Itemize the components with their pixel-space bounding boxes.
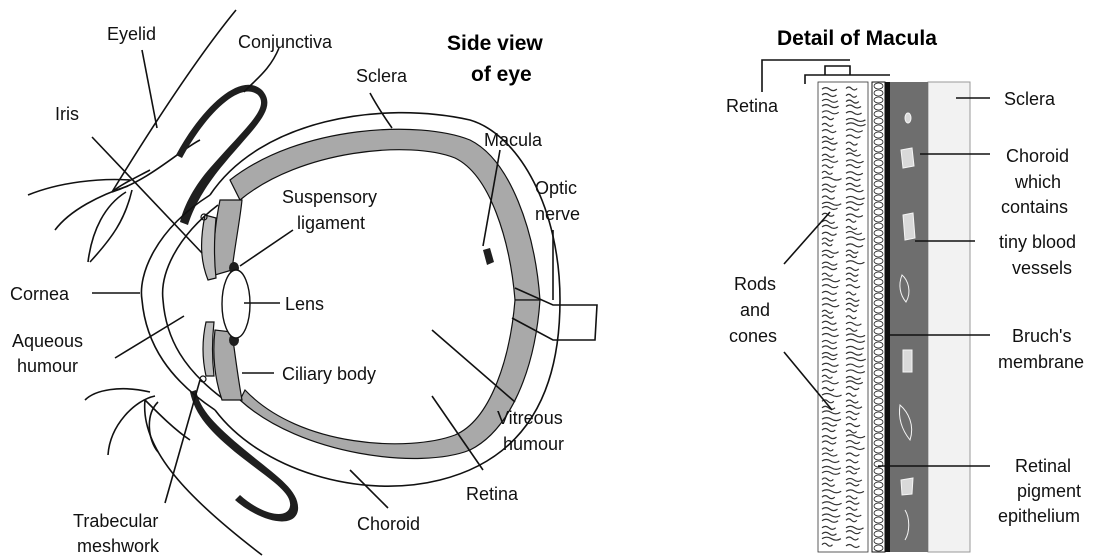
macula-spot <box>483 248 494 265</box>
choroid-band <box>230 129 540 300</box>
label-choroid: Choroid <box>357 514 420 534</box>
upper-eyelashes <box>28 180 132 262</box>
label-rpe-3: epithelium <box>998 506 1080 526</box>
label-ciliary: Ciliary body <box>282 364 376 384</box>
label-choroid-4: tiny blood <box>999 232 1076 252</box>
ciliary-body-upper <box>214 200 242 275</box>
label-sclera: Sclera <box>356 66 408 86</box>
label-rods-2: and <box>740 300 770 320</box>
label-macula: Macula <box>484 130 543 150</box>
label-choroid-3: contains <box>1001 197 1068 217</box>
label-choroid-2: which <box>1014 172 1061 192</box>
macula-sclera-layer <box>928 82 970 552</box>
label-choroid-5: vessels <box>1012 258 1072 278</box>
label-aqueous-2: humour <box>17 356 78 376</box>
label-conjunctiva: Conjunctiva <box>238 32 333 52</box>
label-iris: Iris <box>55 104 79 124</box>
label-vitreous-1: Vitreous <box>497 408 563 428</box>
label-rods-1: Rods <box>734 274 776 294</box>
rods-cones-layer <box>818 82 868 552</box>
title-side-view-1: Side view <box>447 32 543 55</box>
iris-upper <box>202 215 216 280</box>
label-choroid-1: Choroid <box>1006 146 1069 166</box>
label-optic-1: Optic <box>535 178 577 198</box>
label-rpe-2: pigment <box>1017 481 1081 501</box>
label-suspensory-1: Suspensory <box>282 187 377 207</box>
label-cornea: Cornea <box>10 284 70 304</box>
conjunctiva-lower <box>190 390 298 521</box>
title-macula: Detail of Macula <box>777 27 937 50</box>
label-suspensory-2: ligament <box>297 213 365 233</box>
label-macula-sclera: Sclera <box>1004 89 1056 109</box>
label-vitreous-2: humour <box>503 434 564 454</box>
label-eyelid: Eyelid <box>107 24 156 44</box>
label-optic-2: nerve <box>535 204 580 224</box>
label-retina: Retina <box>466 484 519 504</box>
macula-detail: Detail of Macula <box>726 27 1084 552</box>
lens <box>222 270 250 338</box>
label-lens: Lens <box>285 294 324 314</box>
label-rpe-1: Retinal <box>1015 456 1071 476</box>
label-trabecular-2: meshwork <box>77 536 160 556</box>
bruchs-membrane <box>885 82 890 552</box>
label-rods-3: cones <box>729 326 777 346</box>
title-side-view-2: of eye <box>471 63 532 86</box>
side-view-eye: Side view of eye Eyelid Conjunctiva Scle… <box>10 10 597 556</box>
label-bruch-2: membrane <box>998 352 1084 372</box>
lower-eyelid <box>145 400 262 555</box>
label-trabecular-1: Trabecular <box>73 511 158 531</box>
iris-lower <box>203 322 214 376</box>
label-macula-retina: Retina <box>726 96 779 116</box>
label-aqueous-1: Aqueous <box>12 331 83 351</box>
label-bruch-1: Bruch's <box>1012 326 1071 346</box>
